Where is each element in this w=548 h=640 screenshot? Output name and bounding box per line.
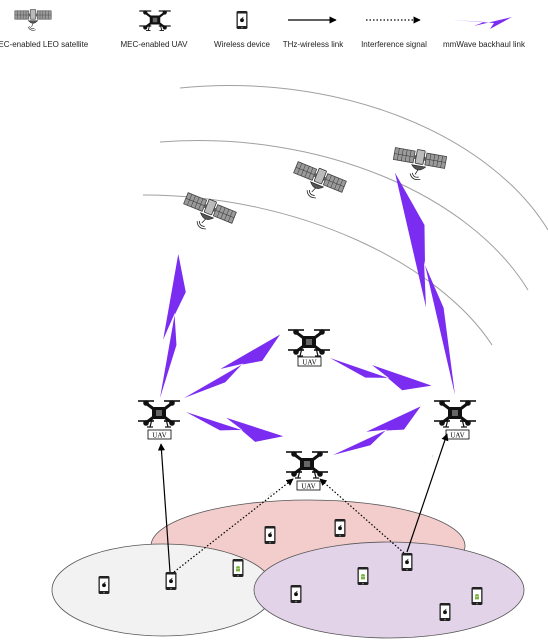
uav-icon	[138, 9, 172, 32]
device-links: ........ ....	[157, 433, 449, 573]
cluster-gray	[51, 543, 275, 637]
satellite-3	[390, 145, 448, 185]
orbit-middle	[159, 140, 529, 291]
tiny-link-mark: ........	[266, 489, 274, 496]
device-clusters	[51, 499, 525, 639]
orbit-inner	[142, 194, 493, 346]
cluster-purple	[253, 541, 525, 639]
legend-mmwave-label: mmWave backhaul link	[443, 40, 526, 49]
device-icon	[236, 10, 248, 30]
satellite-1	[177, 190, 238, 239]
mmwave-link-uavbottom-uavright	[330, 406, 427, 462]
orbit-outer	[179, 85, 548, 231]
uav-top-label: UAV	[302, 359, 316, 367]
device-gray-2	[165, 571, 177, 591]
mmwave-link-uavleft-sat1	[153, 253, 193, 400]
device-purple-3	[290, 584, 302, 604]
uav-top: UAV	[286, 327, 332, 367]
thz-link-left	[157, 443, 171, 573]
device-purple-1	[401, 552, 413, 572]
mmwave-link-uavleft-uavtop	[180, 334, 288, 405]
interference-link-left	[173, 478, 294, 573]
legend-thz-label: THz-wireless link	[283, 40, 344, 49]
legend-interference-label: Interference signal	[361, 40, 427, 49]
satellite-2	[287, 159, 348, 208]
uav-bottom: UAV	[284, 449, 330, 491]
orbits	[142, 85, 548, 346]
uav-left: UAV	[136, 398, 182, 440]
mmwave-link-uavleft-uavbottom	[183, 405, 284, 450]
mmwave-legend-bolt	[452, 17, 512, 29]
uav-bottom-label: UAV	[301, 483, 315, 491]
device-red-1	[264, 525, 276, 545]
mmwave-links	[153, 168, 464, 462]
tiny-link-mark: ....	[429, 454, 434, 459]
uav-left-label: UAV	[152, 432, 166, 440]
device-gray-3	[232, 559, 244, 577]
uav-right-label: UAV	[450, 432, 464, 440]
device-gray-1	[98, 575, 110, 595]
satellite-icon	[14, 9, 52, 31]
uav-right: UAV	[432, 398, 478, 440]
device-purple-2	[357, 567, 369, 585]
mmwave-link-uavright-sat3	[394, 168, 464, 397]
legend: MEC-enabled LEO satellite MEC-enabled UA…	[0, 9, 526, 49]
interference-link-right	[319, 478, 405, 554]
device-purple-4	[471, 587, 483, 605]
legend-device-label: Wireless device	[214, 40, 271, 49]
legend-satellite-label: MEC-enabled LEO satellite	[0, 40, 89, 49]
mmwave-link-uavtop-uavright	[327, 351, 432, 399]
thz-link-right	[406, 433, 449, 553]
device-red-2	[334, 518, 346, 538]
device-purple-5	[439, 602, 451, 622]
legend-uav-label: MEC-enabled UAV	[121, 40, 189, 49]
